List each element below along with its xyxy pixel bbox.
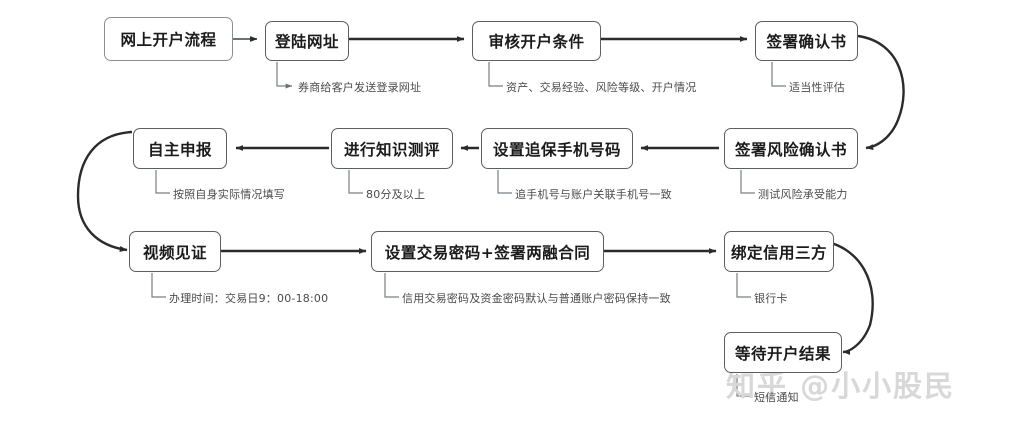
- annotation-review: 资产、交易经验、风险等级、开户情况: [506, 81, 697, 94]
- node-password-label: 设置交易密码+签署两融合同: [384, 243, 591, 262]
- leader-quiz: [348, 170, 363, 194]
- node-review[interactable]: 审核开户条件: [472, 21, 601, 61]
- node-quiz[interactable]: 进行知识测评: [331, 128, 453, 169]
- edge-declare-to-video: [76, 130, 133, 252]
- node-start-label: 网上开户流程: [120, 31, 217, 49]
- annotation-declare: 按照自身实际情况填写: [173, 188, 285, 201]
- node-sign2-label: 签署风险确认书: [734, 140, 847, 159]
- leader-sign1: [771, 62, 786, 87]
- node-review-label: 审核开户条件: [488, 33, 585, 51]
- leader-review: [488, 62, 503, 87]
- node-bankbind[interactable]: 绑定信用三方: [724, 231, 834, 272]
- node-login[interactable]: 登陆网址: [265, 21, 349, 61]
- annotation-login: 券商给客户发送登录网址: [298, 81, 422, 94]
- leader-bankbind: [736, 273, 751, 298]
- annotation-bankbind: 银行卡: [754, 292, 788, 305]
- node-sign2[interactable]: 签署风险确认书: [724, 128, 858, 169]
- node-waitresult-label: 等待开户结果: [734, 344, 831, 363]
- annotation-sign1: 适当性评估: [789, 81, 845, 94]
- node-declare-label: 自主申报: [147, 140, 212, 159]
- leader-declare: [155, 170, 170, 194]
- leader-login: [276, 62, 293, 89]
- leader-video: [151, 273, 166, 298]
- node-phone[interactable]: 设置追保手机号码: [481, 128, 633, 169]
- annotation-phone: 追手机号与账户关联手机号一致: [515, 188, 672, 201]
- node-video[interactable]: 视频见证: [129, 231, 221, 272]
- node-quiz-label: 进行知识测评: [343, 140, 440, 159]
- leader-sign2: [740, 170, 755, 194]
- node-sign1[interactable]: 签署确认书: [755, 21, 858, 61]
- node-declare[interactable]: 自主申报: [133, 128, 227, 169]
- node-phone-label: 设置追保手机号码: [492, 140, 621, 159]
- annotation-quiz: 80分及以上: [366, 188, 426, 201]
- node-start[interactable]: 网上开户流程: [104, 17, 233, 61]
- node-video-label: 视频见证: [142, 243, 207, 262]
- leader-password: [384, 273, 399, 298]
- annotation-sign2: 测试风险承受能力: [758, 188, 848, 201]
- node-password[interactable]: 设置交易密码+签署两融合同: [371, 231, 604, 272]
- node-bankbind-label: 绑定信用三方: [730, 243, 827, 262]
- node-waitresult[interactable]: 等待开户结果: [724, 332, 842, 373]
- annotation-password: 信用交易密码及资金密码默认与普通账户密码保持一致: [402, 292, 671, 305]
- node-sign1-label: 签署确认书: [766, 33, 847, 51]
- edge-sign1-to-sign2: [857, 34, 905, 151]
- annotation-waitresult: 短信通知: [754, 391, 799, 404]
- annotation-video: 办理时间：交易日9：00-18:00: [169, 292, 329, 305]
- node-login-label: 登陆网址: [274, 33, 339, 51]
- leader-phone: [497, 170, 512, 194]
- watermark: 知乎 @小小股民: [726, 369, 956, 403]
